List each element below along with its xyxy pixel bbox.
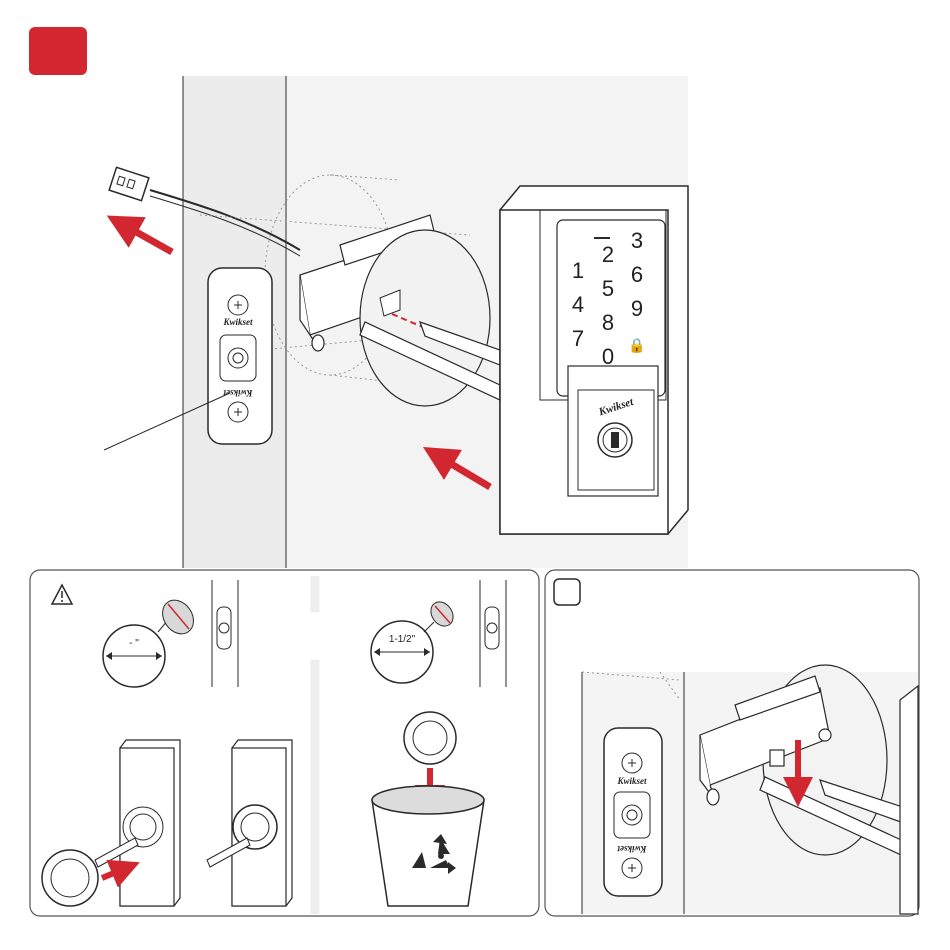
detail-keypad-edge	[900, 686, 918, 914]
strike-plate: Kwikset Kwikset	[208, 268, 272, 444]
adapter-ring	[42, 850, 98, 906]
key-6: 6	[631, 262, 643, 287]
recycle-bin	[372, 786, 484, 906]
size-large-label: 1-1/2"	[389, 634, 416, 645]
adapter-ring-discard	[404, 712, 456, 764]
detail-strike-plate: Kwikset Kwikset	[604, 728, 662, 896]
size-small-label: - "	[129, 638, 139, 649]
detail-strike-brand-top: Kwikset	[616, 776, 647, 786]
key-4: 4	[572, 292, 584, 317]
key-5: 5	[602, 276, 614, 301]
key-0: 0	[602, 344, 614, 369]
key-8: 8	[602, 310, 614, 335]
strike-brand-top: Kwikset	[222, 317, 253, 327]
plug-icon	[109, 167, 149, 200]
keypad-deadbolt: 1 2 3 4 5 6 7 8 9 ✓ 0 🔒 Kwikset	[500, 186, 688, 534]
key-3: 3	[631, 228, 643, 253]
key-1: 1	[572, 258, 584, 283]
arrow-icon	[122, 224, 172, 252]
divider-node	[291, 612, 339, 660]
empty-checkbox-icon	[554, 579, 580, 605]
key-9: 9	[631, 296, 643, 321]
lock-key-icon: 🔒	[628, 337, 645, 354]
strike-brand-bottom: Kwikset	[223, 388, 254, 398]
key-2: 2	[602, 242, 614, 267]
key-7: 7	[572, 326, 584, 351]
detail-strike-brand-bottom: Kwikset	[617, 844, 648, 854]
keyhole-icon	[598, 423, 632, 457]
step-badge	[29, 27, 87, 75]
